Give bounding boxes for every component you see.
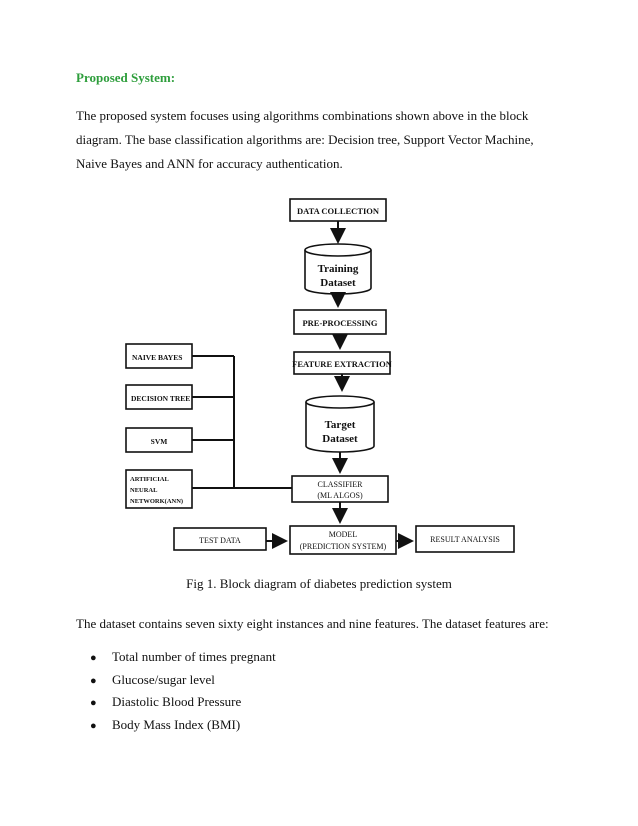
bullet-icon: ● xyxy=(90,652,97,664)
ann-box: ARTIFICIAL NEURAL NETWORK(ANN) xyxy=(125,469,193,509)
decision-tree-label: DECISION TREE xyxy=(131,394,190,403)
test-data-label: TEST DATA xyxy=(199,536,241,545)
feature-text: Body Mass Index (BMI) xyxy=(112,716,241,732)
bullet-icon: ● xyxy=(90,674,97,687)
intro-paragraph: The proposed system focuses using algori… xyxy=(76,104,566,176)
data-collection-label: DATA COLLECTION xyxy=(297,206,380,216)
decision-tree-box: DECISION TREE xyxy=(125,384,193,410)
naive-bayes-box: NAIVE BAYES xyxy=(125,343,193,369)
data-collection-box: DATA COLLECTION xyxy=(289,198,387,222)
naive-bayes-label: NAIVE BAYES xyxy=(132,353,182,362)
target-label-1: Target xyxy=(325,419,356,431)
feature-list: ● Total number of times pregnant ● Glucose… xyxy=(90,646,276,736)
dataset-paragraph: The dataset contains seven sixty eight i… xyxy=(76,616,549,631)
feature-extraction-label: FEATURE EXTRACTION xyxy=(292,359,393,369)
list-item: ● Glucose/sugar level xyxy=(90,669,276,692)
feature-text: Total number of times pregnant xyxy=(112,649,276,664)
bullet-icon: ● xyxy=(90,719,97,732)
svm-box: SVM xyxy=(125,427,193,453)
intro-line-1: The proposed system focuses using algori… xyxy=(76,108,529,147)
model-box: MODEL (PREDICTION SYSTEM) xyxy=(289,525,397,555)
test-data-box: TEST DATA xyxy=(173,527,267,551)
target-dataset-cylinder: Target Dataset xyxy=(305,395,375,453)
result-analysis-label: RESULT ANALYSIS xyxy=(430,535,500,544)
target-label-2: Dataset xyxy=(322,433,358,445)
feature-text: Glucose/sugar level xyxy=(112,671,215,687)
classifier-box: CLASSIFIER (ML ALGOS) xyxy=(291,475,389,503)
classifier-label-1: CLASSIFIER xyxy=(318,480,364,489)
bullet-icon: ● xyxy=(90,697,97,709)
training-dataset-cylinder: Training Dataset xyxy=(304,243,372,295)
section-heading: Proposed System: xyxy=(76,70,176,85)
ann-label-2: NEURAL xyxy=(130,487,158,494)
ann-label-1: ARTIFICIAL xyxy=(130,476,169,483)
feature-text: Diastolic Blood Pressure xyxy=(112,694,242,709)
figure-caption: Fig 1. Block diagram of diabetes predict… xyxy=(186,576,452,591)
classifier-label-2: (ML ALGOS) xyxy=(317,491,363,500)
training-label-2: Dataset xyxy=(320,277,356,289)
ann-label-3: NETWORK(ANN) xyxy=(130,498,183,505)
result-analysis-box: RESULT ANALYSIS xyxy=(415,525,515,553)
training-label-1: Training xyxy=(318,263,359,275)
list-item: ● Total number of times pregnant xyxy=(90,646,276,669)
pre-processing-box: PRE-PROCESSING xyxy=(293,309,387,335)
intro-line-2: The base classification algorithms are: … xyxy=(76,132,534,171)
intro-line-3: ANN for accuracy authentication. xyxy=(166,156,343,171)
list-item: ● Body Mass Index (BMI) xyxy=(90,714,276,737)
block-diagram: DATA COLLECTION Training Dataset PRE-PRO… xyxy=(125,198,515,555)
model-label-1: MODEL xyxy=(329,530,358,539)
list-item: ● Diastolic Blood Pressure xyxy=(90,691,276,714)
algorithm-bus-lines xyxy=(192,355,292,489)
model-label-2: (PREDICTION SYSTEM) xyxy=(300,542,387,551)
svm-label: SVM xyxy=(151,437,168,446)
pre-processing-label: PRE-PROCESSING xyxy=(302,318,377,328)
feature-extraction-box: FEATURE EXTRACTION xyxy=(292,351,393,375)
